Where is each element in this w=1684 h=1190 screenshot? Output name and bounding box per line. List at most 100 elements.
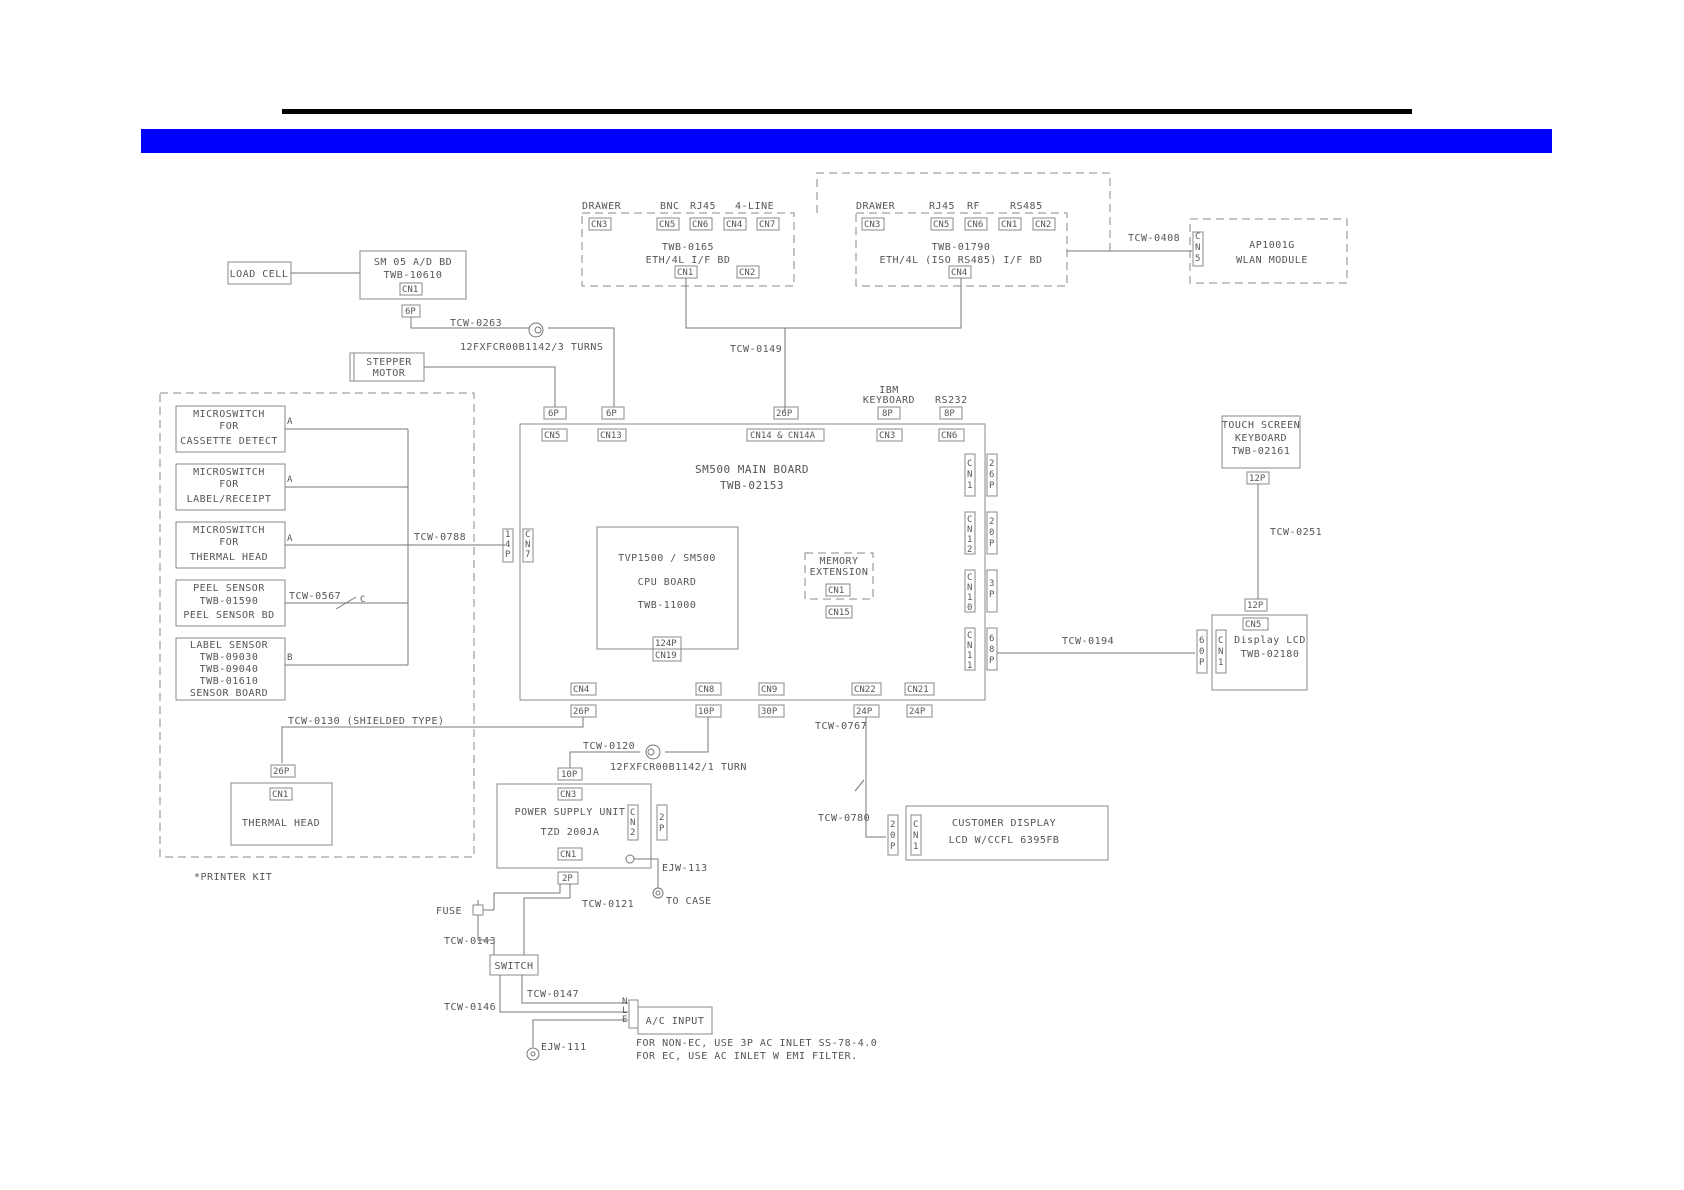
diagram-label: ETH/4L (ISO RS485) I/F BD [879, 255, 1042, 266]
diagram-label: TWB-0165 [662, 242, 714, 253]
diagram-label: TWB-02180 [1241, 649, 1300, 660]
diagram-label: 6P [405, 307, 416, 317]
diagram-label: 12FXFCR00B1142/1 TURN [610, 762, 747, 773]
diagram-label: 1 [967, 593, 972, 603]
diagram-label: 24P [909, 707, 926, 717]
diagram-label: TCW-0147 [527, 989, 579, 1000]
diagram-label: CN1 [560, 850, 576, 860]
eth-board-b: DRAWER RJ45 RF RS485 CN3 CN5 CN6 CN1 CN2… [816, 172, 1111, 287]
title-band [141, 129, 1552, 153]
diagram-label: CN8 [698, 685, 714, 695]
diagram-label: LOAD CELL [230, 269, 289, 280]
diagram-label: CN19 [655, 651, 677, 661]
diagram-label: CASSETTE DETECT [180, 436, 278, 447]
diagram-label: TWB-01590 [200, 596, 259, 607]
diagram-label: KEYBOARD [1235, 433, 1287, 444]
diagram-label: 7 [525, 550, 530, 560]
diagram-label: CN1 [677, 268, 693, 278]
diagram-label: DRAWER [856, 201, 896, 212]
diagram-label: N [1195, 243, 1200, 253]
diagram-label: 26P [273, 767, 290, 777]
diagram-label: CN3 [864, 220, 880, 230]
diagram-label: A [287, 534, 293, 544]
customer-display: 20P CN1 CUSTOMER DISPLAY LCD W/CCFL 6395… [887, 805, 1109, 861]
diagram-label: EJW-111 [541, 1042, 587, 1053]
diagram-label: TWB-09030 [200, 652, 259, 663]
diagram-label: CN3 [879, 431, 895, 441]
diagram-label: CN7 [759, 220, 775, 230]
diagram-label: CN13 [600, 431, 622, 441]
diagram-label: CN22 [854, 685, 876, 695]
diagram-label: 124P [655, 639, 677, 649]
diagram-label: CN1 [1001, 220, 1017, 230]
diagram-label: TCW-0149 [730, 344, 782, 355]
microswitch-label-receipt: MICROSWITCH FOR LABEL/RECEIPT A [175, 463, 293, 511]
stepper-motor: STEPPER MOTOR [349, 352, 425, 382]
eth-board-a: DRAWER BNC RJ45 4-LINE CN3 CN5 CN6 CN4 C… [581, 201, 795, 287]
diagram-label: TCW-0767 [815, 721, 867, 732]
diagram-label: TCW-0780 [818, 813, 870, 824]
diagram-label: TZD 200JA [541, 827, 600, 838]
diagram-label: DRAWER [582, 201, 622, 212]
diagram-label: P [989, 539, 995, 549]
touch-screen-keyboard: TOUCH SCREEN KEYBOARD TWB-02161 12P [1221, 415, 1301, 485]
diagram-label: EJW-113 [662, 863, 708, 874]
diagram-label: CN5 [659, 220, 675, 230]
diagram-label: TCW-0143 [444, 936, 496, 947]
microswitch-thermal-head: MICROSWITCH FOR THERMAL HEAD A [175, 521, 293, 569]
diagram-label: CN15 [828, 608, 850, 618]
diagram-label: TCW-0121 [582, 899, 634, 910]
diagram-label: RS232 [935, 395, 968, 406]
diagram-label: BNC [660, 201, 680, 212]
diagram-label: A [287, 475, 293, 485]
diagram-label: P [505, 550, 511, 560]
diagram-label: N [622, 997, 627, 1007]
diagram-label: A/C INPUT [646, 1016, 705, 1027]
diagram-label: TWB-02161 [1232, 446, 1291, 457]
diagram-label: L [622, 1006, 627, 1016]
diagram-label: 4-LINE [735, 201, 774, 212]
diagram-label: 12P [1247, 601, 1264, 611]
diagram-label: 0 [967, 603, 972, 613]
diagram-label: P [989, 481, 995, 491]
diagram-label: MOTOR [373, 368, 406, 379]
diagram-label: B [287, 653, 292, 663]
diagram-label: 2 [967, 545, 972, 555]
diagram-label: CN4 [573, 685, 589, 695]
thermal-head: 26P CN1 THERMAL HEAD [230, 764, 333, 846]
diagram-label: C [630, 808, 635, 818]
diagram-label: TCW-0567 [289, 591, 341, 602]
diagram-label: 12P [1249, 474, 1266, 484]
diagram-label: 1 [967, 535, 972, 545]
diagram-label: TCW-0120 [583, 741, 635, 752]
power-supply-unit: 10P CN3 POWER SUPPLY UNIT TZD 200JA CN1 … [496, 767, 711, 907]
diagram-label: C [1218, 636, 1223, 646]
diagram-label: ETH/4L I/F BD [646, 255, 731, 266]
diagram-label: *PRINTER KIT [194, 872, 272, 883]
diagram-label: CN5 [933, 220, 949, 230]
diagram-label: 2 [890, 820, 895, 830]
diagram-label: TOUCH SCREEN [1222, 420, 1300, 431]
diagram-label: CN3 [591, 220, 607, 230]
switch: SWITCH [489, 954, 539, 976]
diagram-label: 26P [573, 707, 590, 717]
diagram-label: CN14 & CN14A [750, 431, 816, 441]
diagram-label: TCW-0251 [1270, 527, 1322, 538]
diagram-label: C [967, 573, 972, 583]
diagram-label: P [1199, 658, 1205, 668]
diagram-label: RJ45 [929, 201, 955, 212]
diagram-label: CPU BOARD [638, 577, 697, 588]
diagram-label: 8 [989, 645, 994, 655]
diagram-label: TCW-0146 [444, 1002, 496, 1013]
diagram-label: CN2 [739, 268, 755, 278]
diagram-label: TWB-01790 [932, 242, 991, 253]
diagram-label: N [525, 540, 530, 550]
diagram-label: SM500 MAIN BOARD [695, 463, 809, 476]
diagram-label: P [890, 842, 896, 852]
diagram-label: CN1 [402, 285, 418, 295]
diagram-label: FOR [219, 479, 239, 490]
wlan-module: TCW-0408 CN5 AP1001G WLAN MODULE [1067, 218, 1348, 284]
diagram-label: C [913, 820, 918, 830]
diagram-label: STEPPER [366, 357, 412, 368]
